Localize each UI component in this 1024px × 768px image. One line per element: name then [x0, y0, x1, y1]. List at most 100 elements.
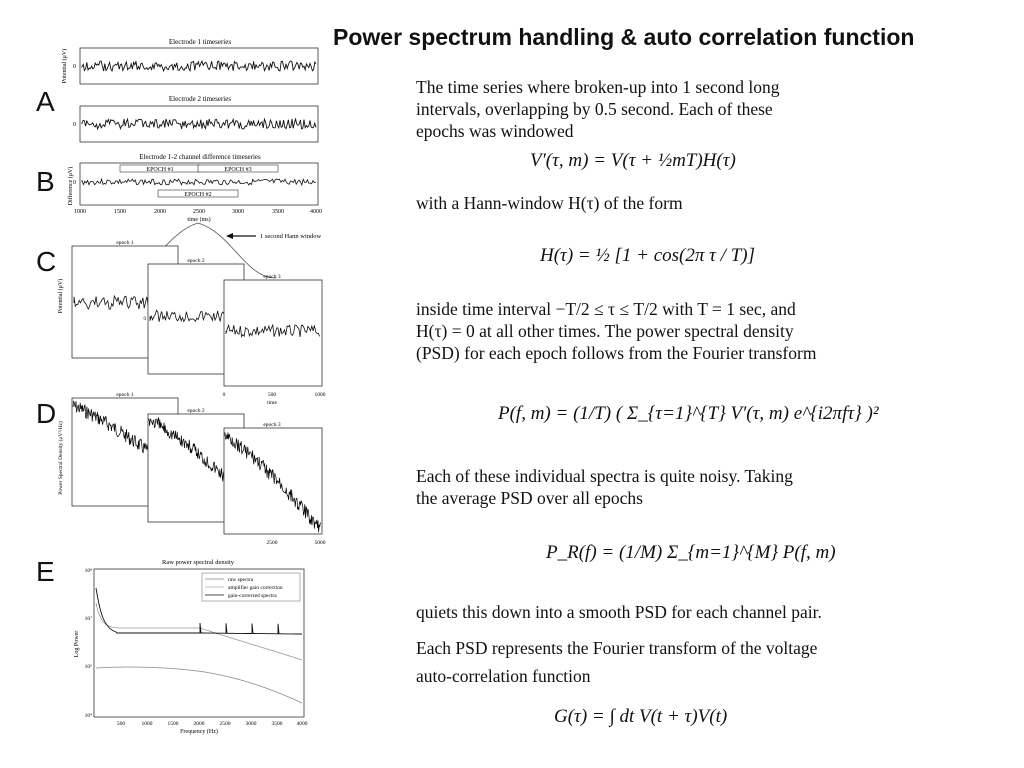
text-line: epochs was windowed — [416, 121, 574, 141]
b-xtick: 3500 — [272, 209, 284, 215]
d-xtick: 5000 — [315, 540, 326, 546]
b-xtick: 2500 — [193, 209, 205, 215]
b-frame — [79, 162, 319, 206]
autocorrelation-paragraph: Each PSD represents the Fourier transfor… — [416, 637, 817, 687]
a-ylabel: Potential (μV) — [61, 49, 68, 83]
text-line: the average PSD over all epochs — [416, 488, 643, 508]
panel-e: Raw power spectral density raw spectra a… — [74, 559, 308, 735]
b-xtick: 1500 — [114, 209, 126, 215]
b-xtick: 4000 — [310, 209, 322, 215]
e-ytick: 10⁶ — [85, 664, 93, 670]
e-xtick: 3500 — [272, 721, 283, 727]
amplifier-gain-line — [95, 602, 303, 661]
slide-title: Power spectrum handling & auto correlati… — [333, 24, 915, 50]
epoch-2-bar — [157, 189, 239, 198]
b-epoch-2: EPOCH #2 — [184, 192, 211, 198]
b-xtick: 2000 — [154, 209, 166, 215]
windowed-epoch-equation: V′(τ, m) = V(τ + ½mT)H(τ) — [530, 150, 736, 171]
e-xtick: 2500 — [220, 721, 231, 727]
c-ylabel: Potential (μV) — [57, 279, 64, 313]
panel-b: Electrode 1-2 channel difference timeser… — [67, 153, 322, 223]
legend-corrected: gain-corrected spectra — [228, 593, 277, 599]
e-ylabel: Log Power — [74, 631, 80, 658]
panel-a: Electrode 1 timeseries 0 Potential (μV) … — [61, 38, 319, 143]
text-line: auto-correlation function — [416, 666, 591, 686]
panel-letter-c: C — [36, 246, 57, 277]
legend-raw: raw spectra — [228, 577, 254, 583]
c-xlabel: time — [267, 400, 277, 406]
panel-letter-a: A — [36, 86, 55, 117]
c-xtick: 0 — [223, 392, 226, 398]
legend-gain: amplifier gain correction — [228, 584, 283, 591]
text-line: intervals, overlapping by 0.5 second. Ea… — [416, 99, 773, 119]
panel-d: Power Spectral Density (μV²/Hz) epoch 1 … — [57, 392, 326, 546]
c-xtick: 1000 — [315, 392, 326, 398]
b-xlabel: time (ms) — [187, 216, 210, 223]
panel-letter-b: B — [36, 166, 55, 197]
d-epoch-3-spectrum — [224, 432, 321, 533]
b-epoch-1: EPOCH #1 — [146, 167, 173, 173]
hann-arrowhead — [226, 233, 233, 239]
e-xtick: 2000 — [194, 721, 205, 727]
e-ytick: 10⁴ — [85, 713, 93, 719]
text-line: H(τ) = 0 at all other times. The power s… — [416, 321, 794, 341]
text-line: inside time interval −T/2 ≤ τ ≤ T/2 with… — [416, 299, 796, 319]
smooth-psd-text: quiets this down into a smooth PSD for e… — [416, 602, 822, 622]
d-epoch-3-label: epoch 3 — [263, 422, 281, 428]
interval-paragraph: inside time interval −T/2 ≤ τ ≤ T/2 with… — [416, 298, 816, 364]
gain-corrected-line — [95, 587, 302, 635]
panel-letter-e: E — [36, 556, 55, 587]
e-title: Raw power spectral density — [162, 559, 235, 566]
b-xtick: 3000 — [232, 209, 244, 215]
e-xlabel: Frequency (Hz) — [180, 728, 218, 735]
hann-window-equation: H(τ) = ½ [1 + cos(2π τ / T)] — [540, 245, 756, 266]
a-title-2: Electrode 2 timeseries — [169, 95, 231, 103]
b-epoch-3: EPOCH #3 — [224, 167, 251, 173]
d-xtick: 2500 — [267, 540, 278, 546]
a-zero-1: 0 — [73, 64, 76, 70]
text-line: Each of these individual spectra is quit… — [416, 466, 793, 486]
e-xtick: 500 — [117, 721, 126, 727]
hann-label: 1 second Hann window — [260, 233, 322, 240]
b-zero: 0 — [73, 180, 76, 186]
panel-c: 1 second Hann window Potential (μV) epoc… — [57, 222, 326, 406]
difference-trace — [81, 177, 316, 187]
epoch-3-bar — [197, 164, 279, 173]
text-line: Each PSD represents the Fourier transfor… — [416, 638, 818, 658]
e-xtick: 1500 — [168, 721, 179, 727]
b-title: Electrode 1-2 channel difference timeser… — [139, 153, 261, 161]
c-zero: 0 — [144, 317, 147, 322]
b-ylabel: Difference (μV) — [67, 167, 74, 206]
d-epoch-1-label: epoch 1 — [116, 392, 134, 398]
text-line: (PSD) for each epoch follows from the Fo… — [416, 343, 817, 363]
a-title-1: Electrode 1 timeseries — [169, 38, 231, 46]
d-ylabel: Power Spectral Density (μV²/Hz) — [57, 421, 64, 495]
average-psd-equation: P_R(f) = (1/M) Σ_{m=1}^{M} P(f, m) — [546, 542, 836, 563]
e-xtick: 4000 — [297, 721, 308, 727]
a-frame-1 — [79, 47, 319, 85]
e-xtick: 1000 — [142, 721, 153, 727]
d-epoch-2-label: epoch 2 — [187, 408, 205, 414]
c-epoch-1-label: epoch 1 — [116, 240, 134, 246]
e-ytick: 10⁷ — [85, 616, 93, 622]
a-zero-2: 0 — [73, 122, 76, 128]
b-xtick: 1000 — [74, 209, 86, 215]
e-ytick: 10⁸ — [85, 568, 93, 574]
autocorrelation-equation: G(τ) = ∫ dt V(t + τ)V(t) — [554, 706, 728, 727]
c-epoch-3-trace — [225, 323, 320, 338]
figure-panels: Electrode 1 timeseries 0 Potential (μV) … — [57, 38, 326, 735]
electrode-2-trace — [81, 117, 317, 131]
c-epoch-3-label: epoch 3 — [263, 274, 281, 280]
text-line: The time series where broken-up into 1 s… — [416, 77, 780, 97]
electrode-1-trace — [81, 59, 317, 73]
c-xtick: 500 — [268, 392, 277, 398]
psd-equation: P(f, m) = (1/T) ( Σ_{τ=1}^{T} V′(τ, m) e… — [498, 403, 879, 424]
hann-window-text: with a Hann-window H(τ) of the form — [416, 193, 683, 213]
c-epoch-3-frame — [223, 279, 323, 387]
e-frame — [93, 568, 305, 718]
e-xtick: 3000 — [246, 721, 257, 727]
noisy-spectra-paragraph: Each of these individual spectra is quit… — [416, 465, 793, 509]
panel-letter-d: D — [36, 398, 57, 429]
intro-paragraph: The time series where broken-up into 1 s… — [416, 76, 780, 142]
c-epoch-2-label: epoch 2 — [187, 258, 205, 264]
